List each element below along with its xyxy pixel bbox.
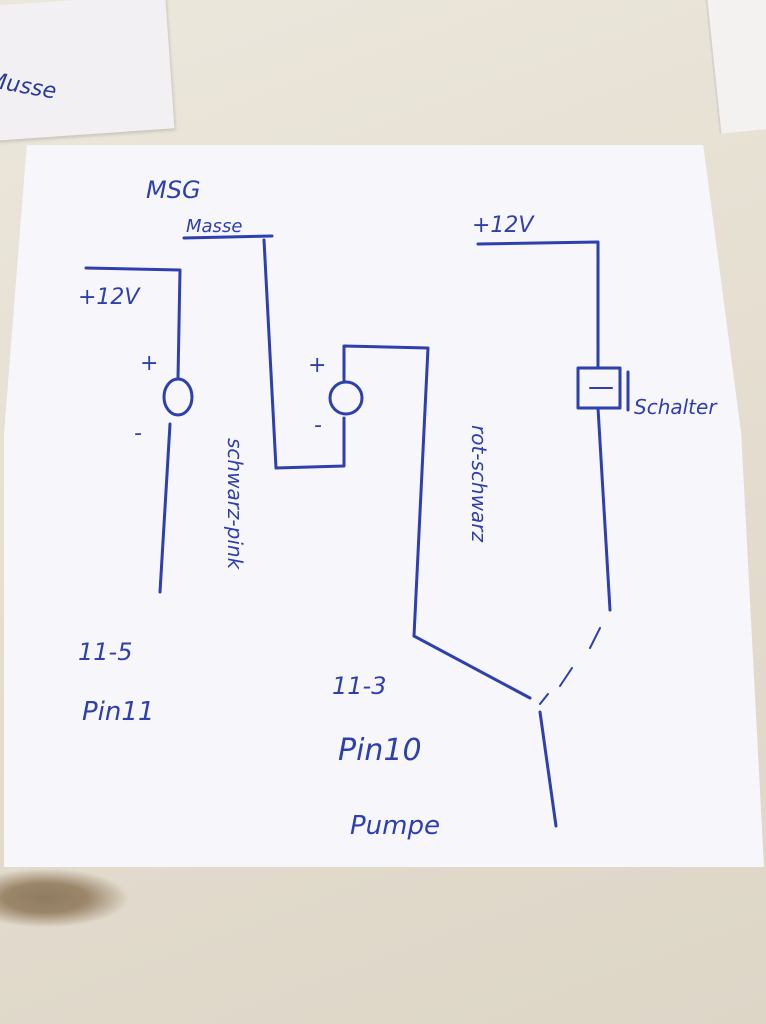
right-supply-label: +12V: [472, 213, 535, 238]
pump-label: Pumpe: [350, 811, 440, 841]
left-supply-wire: [84, 266, 182, 380]
led2-symbol: [328, 380, 364, 416]
wire-left-label: schwarz-pink: [223, 438, 247, 571]
switch-label: Schalter: [634, 395, 718, 419]
led2-signal-wire: [342, 344, 430, 638]
header-msg: MSG: [146, 176, 201, 204]
header-masse: Masse: [186, 216, 242, 237]
led1-minus: -: [134, 421, 142, 446]
table-stain: [0, 868, 130, 928]
led1-plus: +: [140, 351, 158, 376]
pin-left-name: Pin11: [82, 697, 154, 727]
merge-wire-left: [412, 634, 532, 700]
ground-wire: [262, 238, 346, 470]
pin-mid-code: 11-3: [332, 672, 386, 700]
led2-minus: -: [314, 413, 322, 438]
paper-sheet: [4, 145, 764, 867]
pump-wire: [538, 710, 558, 828]
led2-plus: +: [308, 353, 326, 378]
merge-wire-right-dashed: [539, 627, 601, 705]
masse-underline: [182, 234, 274, 240]
led1-symbol: [162, 377, 194, 417]
pin-left-code: 11-5: [78, 638, 132, 666]
left-supply-label: +12V: [78, 285, 141, 310]
left-lower-wire: [158, 422, 172, 594]
right-supply-wire: [476, 240, 600, 370]
right-lower-wire: [596, 406, 612, 612]
wire-mid-label: rot-schwarz: [467, 425, 491, 542]
pin-mid-name: Pin10: [338, 733, 422, 768]
